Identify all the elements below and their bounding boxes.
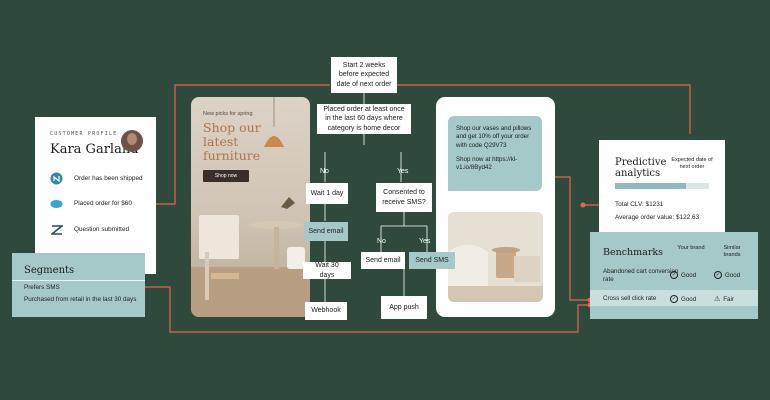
rating-text: Good	[725, 271, 741, 279]
email-subtitle: New picks for spring	[203, 111, 253, 117]
benchmark-cell: ✓Good	[670, 271, 696, 279]
warning-icon: ⚠	[714, 296, 721, 303]
branch-yes-label: Yes	[397, 168, 409, 175]
flow-send-email-left[interactable]: Send email	[304, 222, 348, 241]
segment-item: Prefers SMS	[24, 284, 60, 291]
column-similar-brands: Similar brands	[723, 245, 741, 259]
profile-event-label: Question submitted	[74, 226, 130, 233]
column-your-brand: Your brand	[677, 245, 705, 251]
email-headline: Shop our latest furniture	[203, 120, 261, 163]
expected-date-label: Expected date of next order	[671, 157, 713, 171]
check-circle-icon: ✓	[670, 271, 678, 279]
benchmarks-card: Benchmarks Your brand Similar brands Aba…	[590, 232, 758, 319]
check-circle-icon: ✓	[670, 295, 678, 303]
segments-title: Segments	[24, 265, 75, 276]
flow-consent-node[interactable]: Consented to receive SMS?	[376, 183, 432, 212]
flow-webhook[interactable]: Webhook	[305, 302, 347, 320]
predictive-progress-bar	[615, 183, 709, 189]
n-icon	[50, 172, 63, 185]
profile-caption: CUSTOMER PROFILE	[50, 131, 118, 137]
flow-arrow-right-chain	[380, 212, 428, 296]
flow-wait-30-days[interactable]: Wait 30 days	[303, 262, 351, 279]
sms-link[interactable]: Shop now at https://kl-v1.io/8Byd42	[456, 156, 518, 172]
segments-divider	[12, 280, 145, 281]
salesforce-icon	[50, 197, 63, 210]
total-clv: Total CLV: $1231	[615, 201, 664, 208]
shop-now-button[interactable]: Shop now	[203, 170, 249, 182]
rating-text: Fair	[723, 295, 734, 303]
benchmark-cell: ✓Good	[670, 295, 696, 303]
branch-no-label: No	[377, 238, 386, 245]
rating-text: Good	[681, 271, 697, 279]
sms-bubble: Shop our vases and pillows and get 10% o…	[448, 116, 542, 191]
flow-send-sms[interactable]: Send SMS	[409, 252, 455, 269]
flow-start-node[interactable]: Start 2 weeks before expected date of ne…	[331, 57, 397, 93]
rating-text: Good	[681, 295, 697, 303]
furniture-image	[191, 97, 310, 317]
email-preview-phone: New picks for spring Shop our latest fur…	[191, 97, 310, 317]
check-circle-icon: ✓	[714, 271, 722, 279]
profile-event-label: Placed order for $60	[74, 200, 132, 207]
branch-yes-label: Yes	[419, 238, 431, 245]
predictive-title: Predictive analytics	[615, 157, 667, 179]
customer-profile-card: CUSTOMER PROFILE Kara Garland Order has …	[35, 117, 156, 274]
profile-event-question: Question submitted	[50, 223, 129, 236]
connector-dot-clv	[580, 202, 586, 208]
flow-send-email-right[interactable]: Send email	[361, 252, 405, 269]
connector-start-to-predictive	[396, 84, 691, 134]
benchmark-cell: ⚠Fair	[714, 295, 734, 304]
segments-card: Segments Prefers SMS Purchased from reta…	[12, 253, 145, 317]
sms-message: Shop our vases and pillows and get 10% o…	[456, 125, 532, 149]
predictive-progress-fill	[615, 183, 686, 189]
profile-name: Kara Garland	[50, 142, 139, 157]
segment-item: Purchased from retail in the last 30 day…	[24, 296, 137, 303]
average-order-value: Average order value: $122.63	[615, 214, 700, 221]
flow-arrow-cond-split	[324, 134, 402, 182]
metric-label: Abandoned cart conversion rate	[603, 268, 679, 284]
zendesk-icon	[50, 223, 63, 236]
flow-app-push[interactable]: App push	[381, 296, 427, 319]
sms-preview-phone: Shop our vases and pillows and get 10% o…	[436, 97, 555, 317]
predictive-analytics-card: Predictive analytics Expected date of ne…	[599, 140, 725, 248]
avatar	[121, 130, 143, 152]
benchmark-cell: ✓Good	[714, 271, 740, 279]
flow-condition-node[interactable]: Placed order at least once in the last 6…	[317, 104, 411, 134]
branch-no-label: No	[320, 168, 329, 175]
profile-event-order: Placed order for $60	[50, 197, 132, 210]
benchmarks-title: Benchmarks	[603, 247, 664, 258]
sofa-image	[448, 212, 543, 302]
connector-segments-to-benchmarks	[53, 286, 590, 333]
metric-label: Cross sell click rate	[603, 295, 657, 302]
profile-event-shipped: Order has been shipped	[50, 172, 143, 185]
profile-event-label: Order has been shipped	[74, 175, 143, 182]
flow-wait-1-day[interactable]: Wait 1 day	[306, 183, 348, 204]
